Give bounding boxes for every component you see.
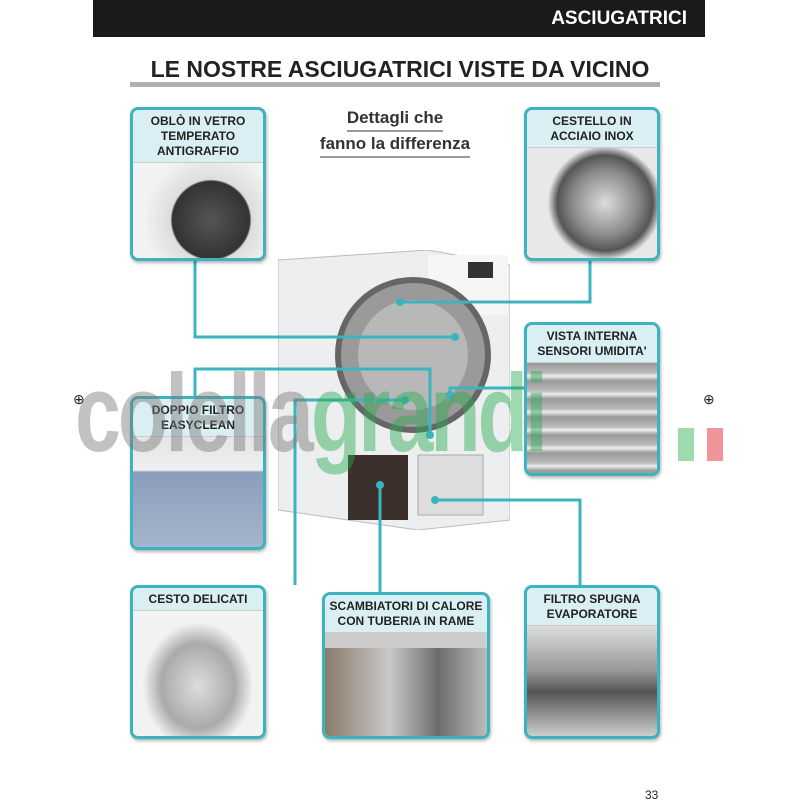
card-steel-drum: CESTELLO IN ACCIAIO INOX	[524, 107, 660, 261]
card-label: CESTO DELICATI	[133, 588, 263, 610]
card-double-filter: DOPPIO FILTRO EASYCLEAN	[130, 396, 266, 550]
sponge-filter-image	[527, 626, 657, 736]
title-underline	[130, 82, 660, 87]
heat-exchanger-image	[325, 648, 487, 736]
card-label: OBLÒ IN VETRO TEMPERATO ANTIGRAFFIO	[133, 110, 263, 162]
card-label: VISTA INTERNA SENSORI UMIDITA'	[527, 325, 657, 362]
sensors-image	[527, 363, 657, 473]
watermark-flag-red	[707, 428, 723, 461]
filter-image	[133, 437, 263, 547]
card-delicates-basket: CESTO DELICATI	[130, 585, 266, 739]
watermark-logo: colellagrandi	[75, 352, 548, 475]
card-label: DOPPIO FILTRO EASYCLEAN	[133, 399, 263, 436]
card-sponge-filter: FILTRO SPUGNA EVAPORATORE	[524, 585, 660, 739]
page-title: LE NOSTRE ASCIUGATRICI VISTE DA VICINO	[150, 56, 650, 82]
registration-mark-icon: ⊕	[703, 391, 715, 407]
glass-door-image	[133, 163, 263, 258]
subtitle-line-2: fanno la differenza	[319, 132, 471, 158]
card-label: SCAMBIATORI DI CALORE CON TUBERIA IN RAM…	[325, 595, 487, 632]
basket-image	[133, 611, 263, 736]
subtitle: Dettagli che fanno la differenza	[300, 106, 490, 158]
section-header-bar: ASCIUGATRICI	[93, 0, 705, 37]
section-title: ASCIUGATRICI	[551, 8, 687, 29]
card-window-glass: OBLÒ IN VETRO TEMPERATO ANTIGRAFFIO	[130, 107, 266, 261]
card-heat-exchangers: SCAMBIATORI DI CALORE CON TUBERIA IN RAM…	[322, 592, 490, 739]
subtitle-line-1: Dettagli che	[346, 106, 444, 132]
card-humidity-sensors: VISTA INTERNA SENSORI UMIDITA'	[524, 322, 660, 476]
card-label: FILTRO SPUGNA EVAPORATORE	[527, 588, 657, 625]
watermark-flag-green	[678, 428, 694, 461]
page-number: 33	[645, 788, 659, 802]
registration-mark-icon: ⊕	[73, 391, 85, 407]
card-label: CESTELLO IN ACCIAIO INOX	[527, 110, 657, 147]
steel-drum-image	[527, 148, 657, 258]
